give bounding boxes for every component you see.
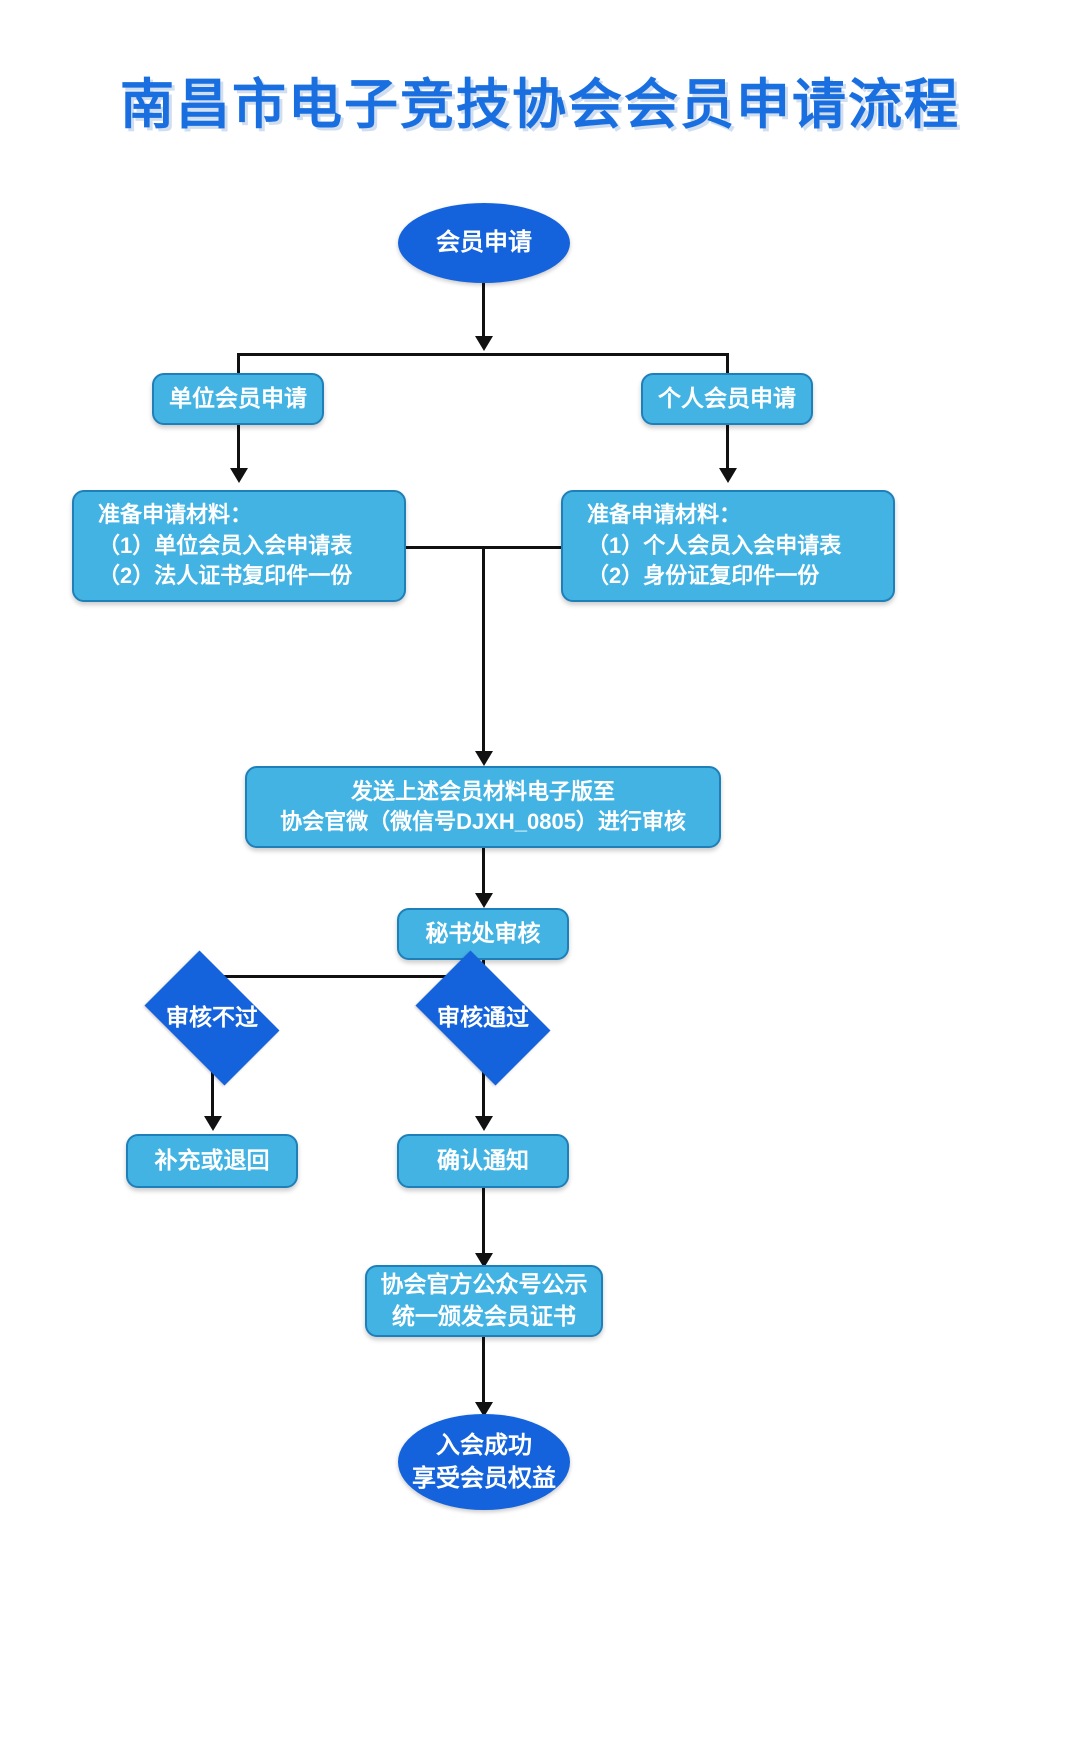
node-person-apply[interactable]: 个人会员申请 — [641, 373, 813, 425]
node-unit-docs-line3: （2）法人证书复印件一份 — [98, 563, 353, 589]
node-person-apply-label: 个人会员申请 — [658, 385, 796, 412]
edge-reject-to-supplement-arrow — [204, 1116, 222, 1131]
node-submit-line2: 协会官微（微信号DJXH_0805）进行审核 — [280, 809, 686, 834]
node-publicize-line2: 统一颁发会员证书 — [392, 1303, 576, 1329]
node-person-docs-line3: （2）身份证复印件一份 — [587, 563, 820, 589]
node-publicize[interactable]: 协会官方公众号公示 统一颁发会员证书 — [365, 1265, 603, 1337]
page-title: 南昌市电子竞技协会会员申请流程 — [120, 75, 960, 135]
node-person-docs-line2: （1）个人会员入会申请表 — [587, 532, 842, 558]
node-confirm-label: 确认通知 — [437, 1147, 529, 1174]
edge-start-down-arrow — [475, 336, 493, 351]
node-person-docs[interactable]: 准备申请材料： （1）个人会员入会申请表 （2）身份证复印件一份 — [561, 490, 895, 602]
node-supplement[interactable]: 补充或退回 — [126, 1134, 298, 1188]
node-submit-text: 发送上述会员材料电子版至 协会官微（微信号DJXH_0805）进行审核 — [280, 777, 686, 838]
edge-publicize-to-success — [482, 1337, 485, 1407]
edge-confirm-to-publicize-arrow — [475, 1253, 493, 1268]
edge-confirm-to-publicize — [482, 1188, 485, 1258]
node-start-label: 会员申请 — [436, 229, 532, 257]
node-success-line1: 入会成功 — [436, 1431, 532, 1459]
edge-reject-to-supplement — [211, 1063, 214, 1121]
node-person-docs-text: 准备申请材料： （1）个人会员入会申请表 （2）身份证复印件一份 — [587, 500, 841, 591]
edge-split-bar — [237, 353, 729, 356]
edge-unit-to-docs — [237, 425, 240, 473]
node-supplement-label: 补充或退回 — [154, 1147, 270, 1174]
node-success-line2: 享受会员权益 — [412, 1465, 556, 1492]
node-person-docs-line1: 准备申请材料： — [587, 502, 742, 528]
node-publicize-text: 协会官方公众号公示 统一颁发会员证书 — [381, 1269, 588, 1332]
edge-submit-to-review-arrow — [475, 893, 493, 908]
edge-decision-split-bar — [211, 975, 485, 978]
node-unit-apply-label: 单位会员申请 — [169, 385, 307, 412]
node-unit-docs-line1: 准备申请材料： — [98, 502, 253, 528]
edge-merge-down-arrow — [475, 751, 493, 766]
node-unit-docs-text: 准备申请材料： （1）单位会员入会申请表 （2）法人证书复印件一份 — [98, 500, 352, 591]
node-approve-label: 审核通过 — [437, 1004, 529, 1031]
node-success[interactable]: 入会成功 享受会员权益 — [398, 1414, 570, 1510]
node-unit-docs[interactable]: 准备申请材料： （1）单位会员入会申请表 （2）法人证书复印件一份 — [72, 490, 406, 602]
edge-publicize-to-success-arrow — [475, 1402, 493, 1417]
node-submit[interactable]: 发送上述会员材料电子版至 协会官微（微信号DJXH_0805）进行审核 — [245, 766, 721, 848]
node-success-text: 入会成功 享受会员权益 — [412, 1429, 556, 1495]
node-reject-label: 审核不过 — [166, 1004, 258, 1031]
node-reject[interactable]: 审核不过 — [132, 950, 292, 1086]
node-confirm[interactable]: 确认通知 — [397, 1134, 569, 1188]
node-unit-apply[interactable]: 单位会员申请 — [152, 373, 324, 425]
edge-person-to-docs — [726, 425, 729, 473]
node-approve[interactable]: 审核通过 — [403, 950, 563, 1086]
node-publicize-line1: 协会官方公众号公示 — [380, 1271, 588, 1298]
node-submit-line1: 发送上述会员材料电子版至 — [350, 778, 615, 804]
edge-approve-to-confirm — [482, 1063, 485, 1121]
edge-person-to-docs-arrow — [719, 468, 737, 483]
node-start[interactable]: 会员申请 — [398, 203, 570, 283]
edge-approve-to-confirm-arrow — [475, 1116, 493, 1131]
node-review[interactable]: 秘书处审核 — [397, 908, 569, 960]
node-review-label: 秘书处审核 — [425, 920, 541, 947]
node-unit-docs-line2: （1）单位会员入会申请表 — [98, 532, 353, 558]
edge-submit-to-review — [482, 848, 485, 898]
edge-merge-down — [482, 546, 485, 756]
edge-start-down — [482, 283, 485, 341]
edge-unit-to-docs-arrow — [230, 468, 248, 483]
